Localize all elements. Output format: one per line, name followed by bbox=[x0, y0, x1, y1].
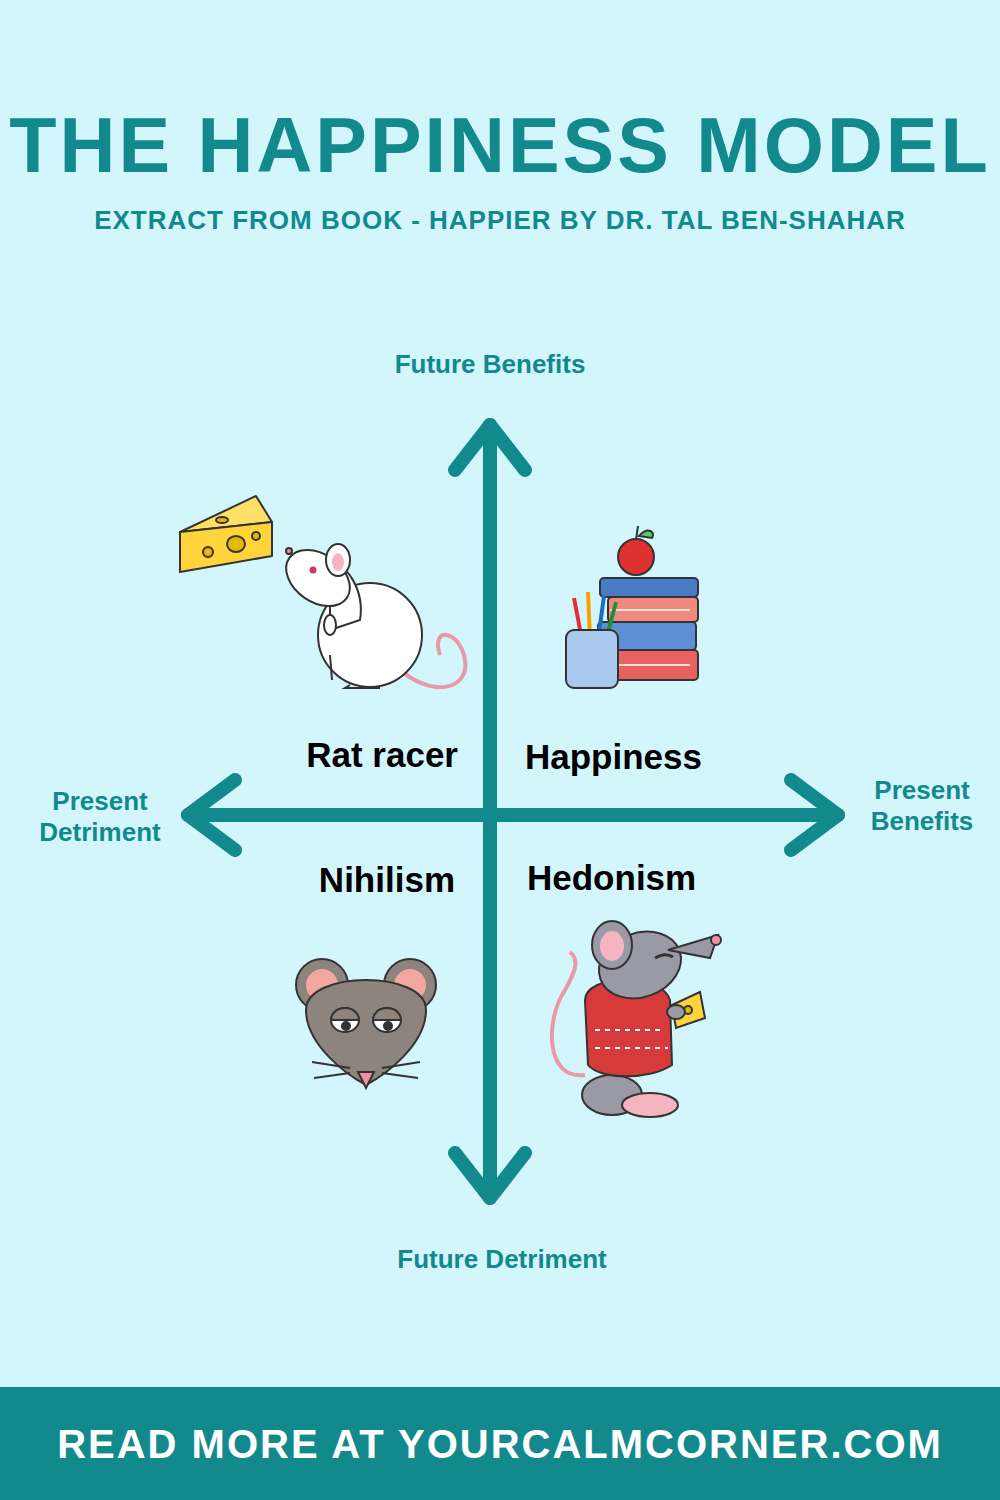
quadrant-label: Happiness bbox=[525, 736, 702, 778]
axis-label: Present Benefits bbox=[862, 775, 982, 837]
subtitle: EXTRACT FROM BOOK - HAPPIER BY DR. TAL B… bbox=[94, 205, 906, 236]
quadrant-label: Hedonism bbox=[527, 857, 696, 899]
footer-text: READ MORE AT YOURCALMCORNER.COM bbox=[57, 1420, 943, 1468]
hedonism-mouse-icon bbox=[552, 921, 721, 1117]
cheese-icon bbox=[180, 496, 272, 572]
axis-label: Present Detriment bbox=[18, 786, 183, 848]
books-icon bbox=[566, 526, 698, 688]
axes bbox=[188, 425, 838, 1198]
rat-racer-icon bbox=[276, 538, 466, 688]
axis-label: Future Benefits bbox=[395, 349, 586, 380]
nihilism-rat-icon bbox=[296, 959, 436, 1088]
axis-label: Future Detriment bbox=[397, 1244, 606, 1275]
title: THE HAPPINESS MODEL bbox=[9, 99, 991, 192]
quadrant-label: Rat racer bbox=[306, 734, 458, 776]
quadrant-label: Nihilism bbox=[319, 859, 455, 901]
footer-band: READ MORE AT YOURCALMCORNER.COM bbox=[0, 1387, 1000, 1500]
